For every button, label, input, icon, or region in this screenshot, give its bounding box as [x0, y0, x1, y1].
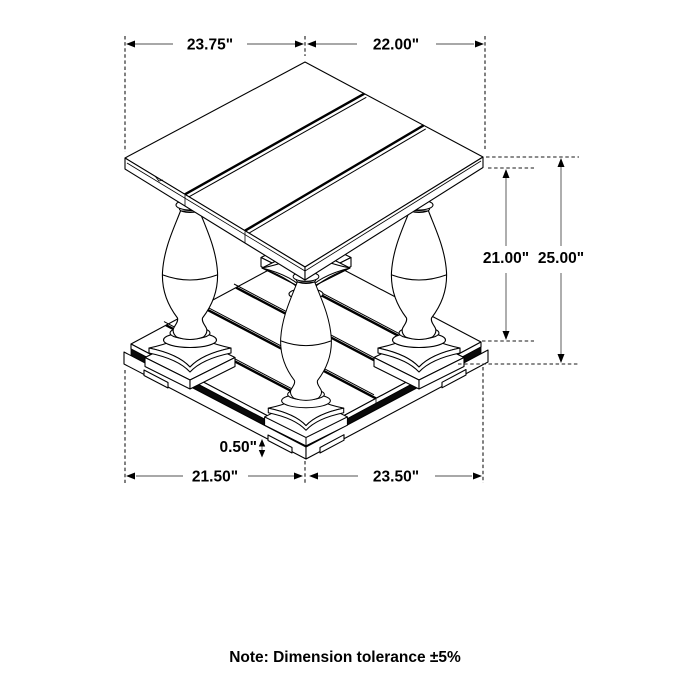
dim-label-top-left-width: 23.75": [187, 37, 233, 54]
dim-top-left-width: 23.75": [126, 37, 304, 54]
dim-label-overall-height: 25.00": [538, 250, 584, 267]
dim-label-bottom-left-width: 21.50": [192, 469, 238, 486]
dim-bottom-left-width: 21.50": [126, 469, 303, 486]
dim-label-top-right-width: 22.00": [373, 37, 419, 54]
dim-label-base-thickness: 0.50": [219, 439, 257, 456]
dim-overall-height: 25.00": [538, 158, 584, 363]
tolerance-note: Note: Dimension tolerance ±5%: [229, 649, 461, 666]
dim-label-inner-height: 21.00": [483, 250, 529, 267]
dim-inner-height: 21.00": [483, 169, 529, 340]
dim-base-thickness: 0.50": [219, 439, 266, 458]
tabletop: [124, 61, 484, 281]
dim-bottom-right-width: 23.50": [309, 469, 482, 486]
dim-label-bottom-right-width: 23.50": [373, 469, 419, 486]
dim-top-right-width: 22.00": [307, 37, 484, 54]
extension-lines: [124, 36, 579, 483]
